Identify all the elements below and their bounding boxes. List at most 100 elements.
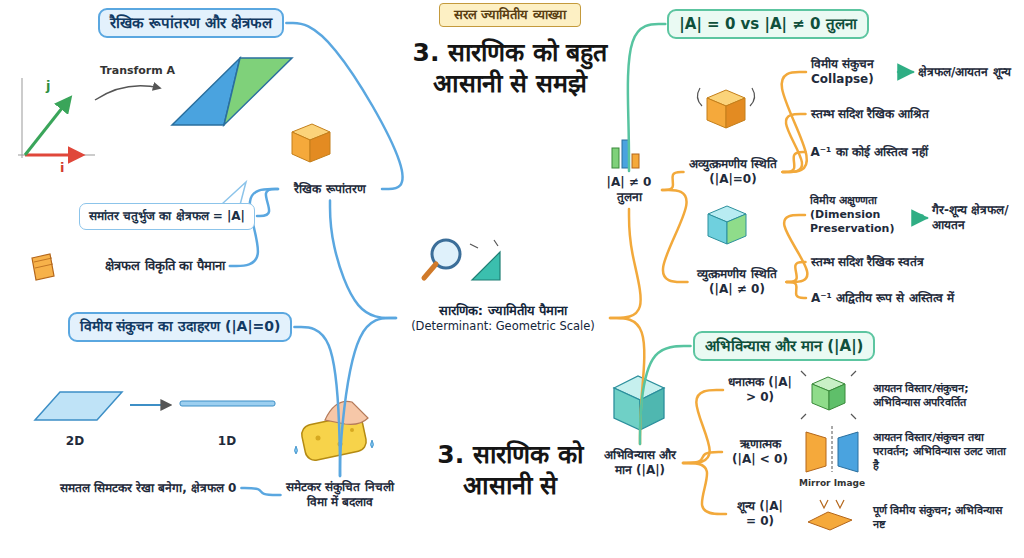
cube-icon xyxy=(310,132,330,162)
collapse-arrow xyxy=(130,405,170,406)
node-text: आयतन विस्तार/संकुचन तथा परावर्तन; अभिविन… xyxy=(873,431,1012,472)
branch-connector xyxy=(610,209,641,318)
branch-text: A⁻¹ अद्वितीय रूप से अस्तित्व में xyxy=(808,289,1008,308)
sponge-icon xyxy=(295,401,374,462)
page-title: 3. सारणिक को बहुत आसानी से समझे xyxy=(400,37,620,100)
mirror-icon xyxy=(806,432,826,472)
orientation-cube-icon xyxy=(614,388,640,430)
singular-cube-icon xyxy=(697,88,754,106)
branch-connector xyxy=(787,262,806,282)
mirror-icon xyxy=(838,432,858,472)
illustration-label: j xyxy=(46,78,50,93)
branch-connector xyxy=(294,327,340,476)
illustration-label: 2D xyxy=(66,434,84,448)
branch-connector xyxy=(683,390,723,463)
expand-cube-icon xyxy=(829,384,845,410)
section-heading: |A| = 0 vs |A| ≠ 0 तुलना xyxy=(667,9,868,40)
node-text: समेटकर संकुचित निचली विमा में बदलाव xyxy=(286,480,395,510)
node-text: A⁻¹ अद्वितीय रूप से अस्तित्व में xyxy=(811,291,1005,306)
node-text: धनात्मक (|A| > 0) xyxy=(728,375,792,405)
branch-connector xyxy=(683,463,726,514)
branch-text: पूर्ण विमीय संकुचन; अभिविन्यास नष्ट xyxy=(870,502,1015,534)
mirror-icon xyxy=(806,426,858,472)
branch-connector xyxy=(784,215,807,282)
parallelogram xyxy=(172,58,292,125)
branch-connector xyxy=(340,318,396,476)
node-text: विमीय संकुचन का उदाहरण (|A|=0) xyxy=(80,318,281,336)
invertible-cube-icon xyxy=(727,214,746,244)
node-text: व्युत्क्रमणीय स्थिति (|A| ≠ 0) xyxy=(693,267,782,297)
node-text: समांतर चतुर्भुज का क्षेत्रफल = |A| xyxy=(89,209,245,224)
branch-text: ऋणात्मक (|A| < 0) xyxy=(724,435,796,469)
node-text: समतल सिमटकर रेखा बनेगा, क्षेत्रफल 0 xyxy=(60,481,237,496)
node-text: रैखिक रूपांतरण और क्षेत्रफल xyxy=(110,14,273,33)
node-text: सरल ज्यामितीय व्याख्या xyxy=(454,7,566,23)
expand-cube-icon xyxy=(812,384,829,410)
node-text: क्षेत्रफल विकृति का पैमाना xyxy=(105,258,225,274)
invertible-cube-icon xyxy=(708,206,746,244)
node-subtext: (Determinant: Geometric Scale) xyxy=(402,319,604,333)
sponge-icon xyxy=(316,436,321,441)
branch-text: |A| ≠ 0 तुलना xyxy=(598,173,660,207)
branch-text: स्तम्भ सदिश रैखिक आश्रित xyxy=(808,105,993,124)
branch-text: समतल सिमटकर रेखा बनेगा, क्षेत्रफल 0 xyxy=(57,479,240,498)
cube-icon xyxy=(292,132,310,162)
bar-chart-icon xyxy=(612,140,639,168)
expand-cube-icon xyxy=(801,371,856,419)
branch-text: आयतन विस्तार/संकुचन; अभिविन्यास अपरिवर्त… xyxy=(870,380,1015,412)
callout-bubble: समांतर चतुर्भुज का क्षेत्रफल = |A| xyxy=(79,203,255,230)
plane-2d xyxy=(35,392,122,420)
node-text: अव्युत्क्रमणीय स्थिति (|A|=0) xyxy=(689,157,778,187)
branch-text: धनात्मक (|A| > 0) xyxy=(725,373,795,407)
basis-axes xyxy=(25,154,82,157)
expand-cube-icon xyxy=(801,371,856,419)
plane-2d xyxy=(35,392,122,420)
singular-cube-icon xyxy=(707,98,726,128)
branch-connector xyxy=(787,282,807,298)
section-heading: रैखिक रूपांतरण और क्षेत्रफल xyxy=(98,8,285,39)
callout-tail xyxy=(222,182,246,205)
flattened-icon xyxy=(820,500,844,508)
illustration-label: Transform A xyxy=(100,64,175,77)
basis-axes xyxy=(18,155,95,156)
node-text: विमीय संकुचन Collapse) xyxy=(811,57,893,87)
illustration-label: i xyxy=(60,160,64,175)
branch-connector xyxy=(683,452,722,463)
branch-connector xyxy=(640,346,691,444)
sponge-icon xyxy=(295,440,374,454)
flattened-icon xyxy=(808,500,852,530)
illustration-label: 1D xyxy=(218,434,236,448)
branch-text: A⁻¹ का कोई अस्तित्व नहीं xyxy=(808,143,993,162)
branch-text: विमीय अक्षुण्णता (Dimension Preservation… xyxy=(807,192,917,237)
branch-connector xyxy=(783,114,806,172)
sponge-icon xyxy=(350,428,354,432)
distortion-icon xyxy=(32,254,54,280)
bar-chart-icon xyxy=(632,154,639,168)
node-text: विमीय अक्षुण्णता (Dimension Preservation… xyxy=(810,194,914,235)
node-text: स्तम्भ सदिश रैखिक आश्रित xyxy=(811,107,990,122)
parallelogram xyxy=(224,58,292,125)
branch-connector xyxy=(628,24,665,171)
magnifier-icon xyxy=(470,240,498,248)
node-text: क्षेत्रफल/आयतन शून्य xyxy=(918,65,1012,80)
mirror-icon xyxy=(832,426,833,472)
branch-connector xyxy=(662,190,688,282)
node-text: स्तम्भ सदिश रैखिक स्वतंत्र xyxy=(811,255,990,270)
branch-text: अव्युत्क्रमणीय स्थिति (|A|=0) xyxy=(686,155,781,189)
node-text: ऋणात्मक (|A| < 0) xyxy=(727,437,793,467)
bar-chart-icon xyxy=(612,148,619,168)
branch-text: व्युत्क्रमणीय स्थिति (|A| ≠ 0) xyxy=(690,265,785,299)
section-heading: अभिविन्यास और मान (|A|) xyxy=(693,331,876,362)
node-text: गैर-शून्य क्षेत्रफल/आयतन xyxy=(932,203,1012,233)
node-text: आयतन विस्तार/संकुचन; अभिविन्यास अपरिवर्त… xyxy=(873,382,1012,410)
illustration-label: Mirror Image xyxy=(799,478,865,488)
central-topic: सारणिक: ज्यामितीय पैमाना(Determinant: Ge… xyxy=(398,301,608,336)
node-text: अभिविन्यास और मान (|A|) xyxy=(602,448,678,478)
callout-tail xyxy=(222,182,246,205)
collapse-arrow xyxy=(130,404,170,406)
transform-arrow xyxy=(95,86,160,100)
magnifier-icon xyxy=(424,240,500,280)
node-text: शून्य (|A| = 0) xyxy=(731,499,789,529)
branch-connector xyxy=(782,72,807,172)
